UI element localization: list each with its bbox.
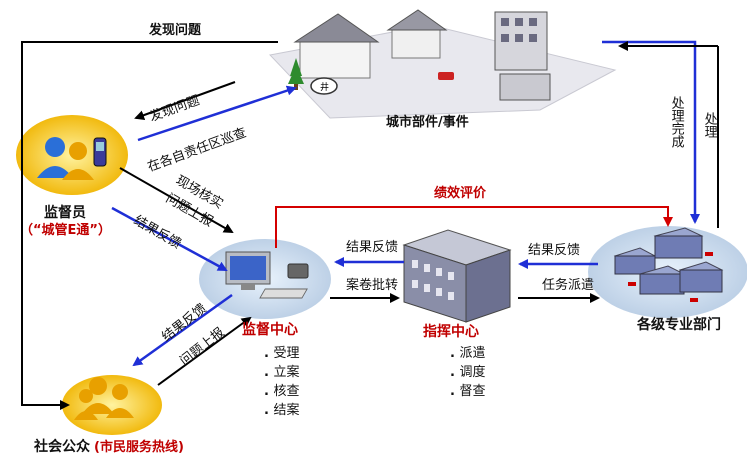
supervision-task: 立案 xyxy=(264,363,299,382)
people-group-icon xyxy=(62,375,162,435)
manhole-glyph: 井 xyxy=(320,81,329,93)
top-find-problem-label: 发现问题 xyxy=(149,23,202,38)
case-transfer-label: 案卷批转 xyxy=(346,278,399,293)
command-center-tasks: 派遣 调度 督查 xyxy=(450,344,485,401)
task-dispatch-label: 任务派遣 xyxy=(542,278,595,293)
command-task: 督查 xyxy=(450,382,485,401)
result-feedback-right-label: 结果反馈 xyxy=(528,243,581,258)
feedback-arrow xyxy=(111,206,228,272)
supervision-task: 核查 xyxy=(264,382,299,401)
supervisor-name: 监督员 xyxy=(44,205,86,221)
city-parts-label: 城市部件/事件 xyxy=(386,115,469,130)
office-building-icon xyxy=(402,229,512,323)
supervision-center-name: 监督中心 xyxy=(242,322,298,338)
city-buildings-icon xyxy=(269,9,617,119)
command-center-name: 指挥中心 xyxy=(423,324,479,340)
network-buildings-icon xyxy=(588,226,747,318)
supervision-task: 结案 xyxy=(264,401,299,420)
top-find-problem-arrow xyxy=(21,41,278,410)
public-sub: (市民服务热线) xyxy=(94,440,184,455)
performance-label: 绩效评价 xyxy=(434,186,487,201)
handle-label: 处理 xyxy=(701,112,717,138)
patrol-arrow xyxy=(137,85,297,142)
public-report-arrow xyxy=(157,316,252,386)
result-feedback-mid-label: 结果反馈 xyxy=(346,240,399,255)
public-name: 社会公众 xyxy=(34,439,90,455)
handle-done-label: 处理完成 xyxy=(668,96,684,148)
people-with-phone-icon xyxy=(16,115,128,195)
command-task: 派遣 xyxy=(450,344,485,363)
supervision-center-tasks: 受理 立案 核查 结案 xyxy=(264,344,299,420)
supervision-task: 受理 xyxy=(264,344,299,363)
command-task: 调度 xyxy=(450,363,485,382)
computer-workstation-icon xyxy=(199,239,331,319)
public-feedback-arrow xyxy=(132,293,233,367)
performance-arrow xyxy=(275,206,673,248)
handle-done-arrow xyxy=(602,40,700,224)
departments-name: 各级专业部门 xyxy=(637,317,721,333)
find-problem-arrow xyxy=(134,81,236,120)
supervisor-sub: （“城管E通”） xyxy=(20,223,111,238)
report-arrow xyxy=(119,167,234,233)
